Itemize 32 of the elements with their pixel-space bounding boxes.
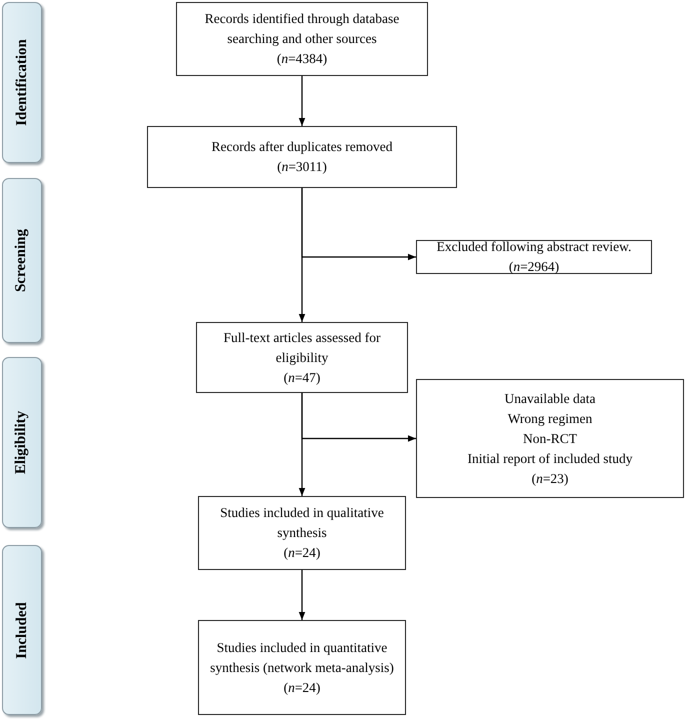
process-box — [147, 126, 457, 188]
process-box — [198, 620, 406, 715]
box-text: Non-RCT — [523, 430, 577, 448]
process-box — [196, 322, 408, 393]
box-text: Wrong regimen — [508, 410, 592, 428]
box-text: Excluded following abstract review. (n=2964) — [436, 238, 632, 276]
process-box — [198, 496, 406, 570]
box-text: Initial report of included study — [468, 450, 632, 468]
phase-label: Screening — [14, 228, 30, 292]
phase-label: Included — [14, 602, 30, 658]
box-text: (n=23) — [532, 470, 568, 488]
box-text: Records after duplicates removed — [211, 138, 393, 156]
phase-panel — [2, 178, 42, 343]
phase-label: Eligibility — [14, 410, 30, 474]
arrow — [298, 570, 306, 620]
phase-panel — [2, 357, 42, 528]
box-text: (n=47) — [284, 368, 320, 387]
phase-panel — [2, 545, 42, 715]
phase-panel — [2, 2, 42, 163]
process-box — [416, 240, 652, 274]
arrow — [301, 188, 416, 260]
box-text: (n=3011) — [277, 158, 327, 176]
box-text: (n=24) — [284, 678, 320, 697]
arrow — [298, 76, 306, 126]
process-box — [176, 2, 428, 76]
process-box — [416, 379, 684, 498]
arrow — [301, 393, 416, 442]
box-text: Studies included in quantitative synthesis (network meta-analysis) — [209, 638, 395, 677]
box-text: (n=24) — [284, 544, 320, 562]
box-text: Unavailable data — [504, 390, 596, 408]
phase-label: Identification — [14, 39, 30, 126]
box-text: (n=4384) — [276, 50, 328, 68]
